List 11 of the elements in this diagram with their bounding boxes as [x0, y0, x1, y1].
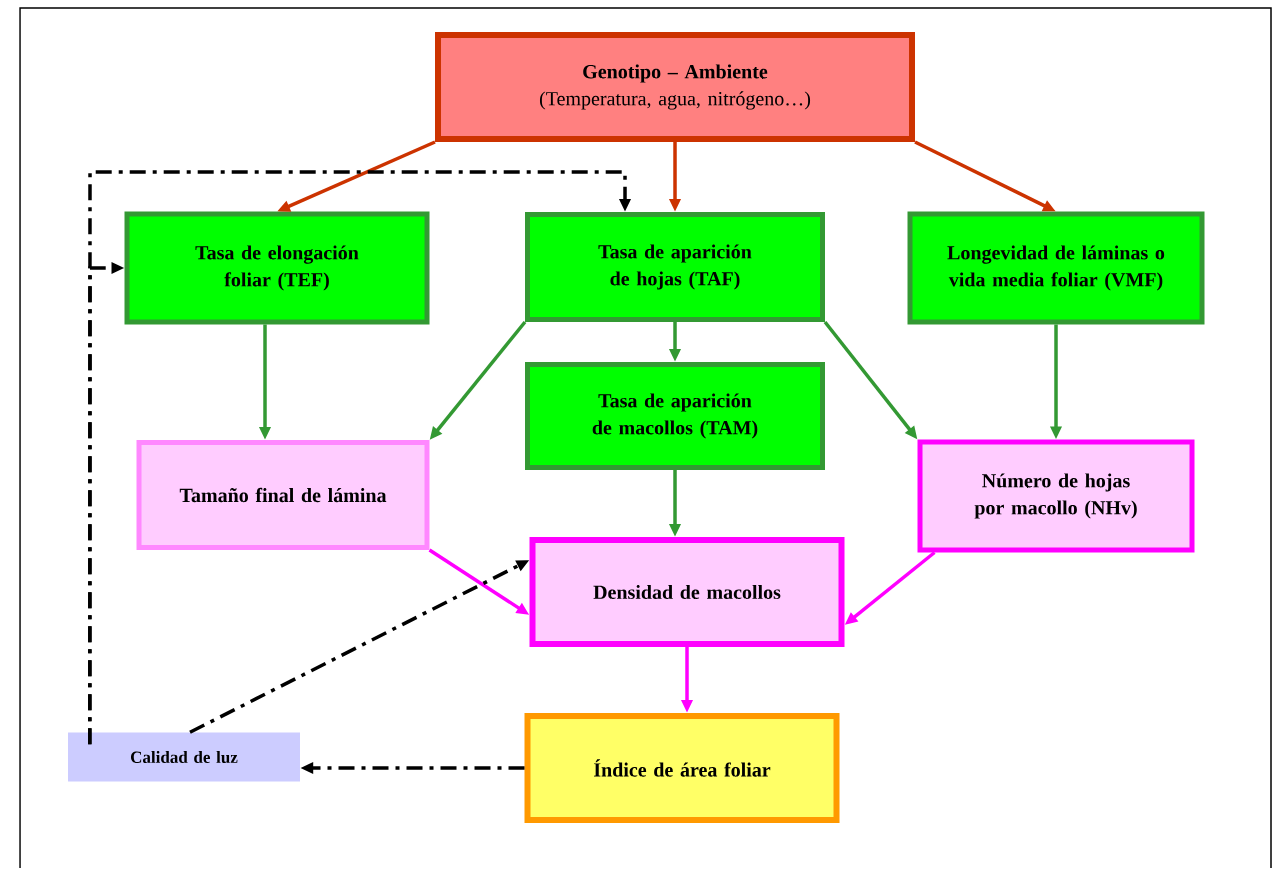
process-box: Tasa de aparición de hojas (TAF)	[525, 212, 825, 322]
process-box: Tamaño final de lámina	[136, 440, 430, 550]
process-box: Índice de área foliar	[524, 713, 840, 823]
process-box: Genotipo – Ambiente (Temperatura, agua, nitrógeno…)	[435, 32, 915, 142]
process-box: Longevidad de láminas o vida media foliar (VMF)	[907, 211, 1205, 325]
process-box: Tasa de elongación foliar (TEF)	[124, 211, 430, 325]
process-box: Densidad de macollos	[529, 537, 845, 647]
process-box: Tasa de aparición de macollos (TAM)	[525, 362, 825, 470]
label-box: Calidad de luz	[68, 732, 300, 782]
process-box: Número de hojas por macollo (NHv)	[917, 439, 1195, 553]
arrow	[88, 170, 632, 745]
